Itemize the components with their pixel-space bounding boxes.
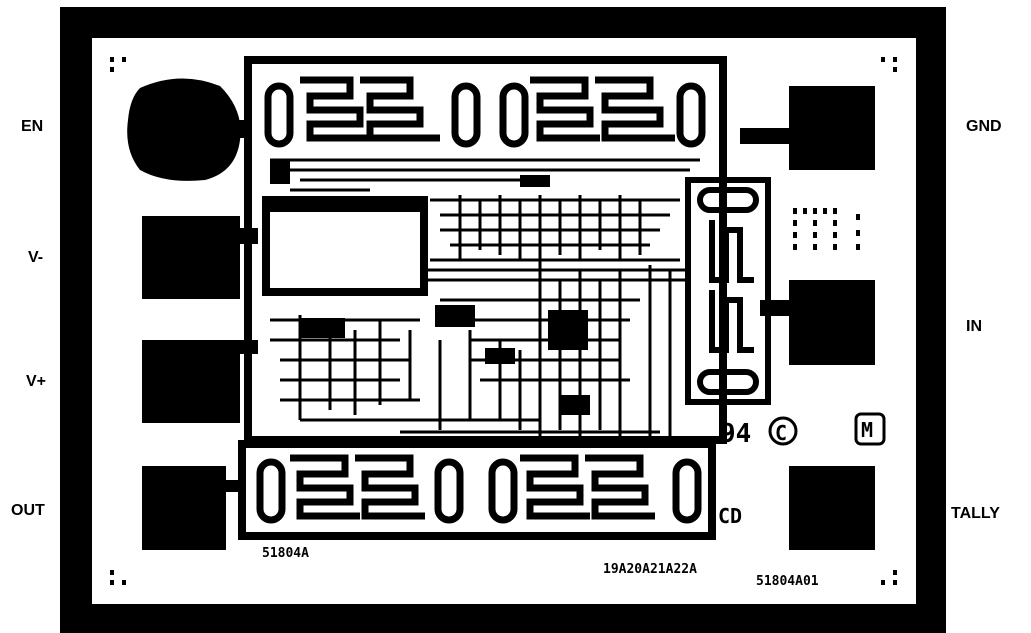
pad-tally	[789, 466, 875, 550]
logo-box	[854, 412, 886, 446]
part-number: 51804A	[262, 546, 309, 561]
bond-pads	[127, 78, 875, 550]
resistor-array-bottom-right	[488, 454, 702, 524]
pin-label-gnd: GND	[966, 118, 1002, 135]
capacitor-block	[262, 196, 428, 296]
resistor-array-top-left	[264, 76, 481, 148]
date-code: 94	[720, 419, 751, 449]
pad-in	[789, 280, 875, 365]
pad-gnd	[789, 86, 875, 170]
resistor-array-bottom-left	[256, 454, 464, 524]
corner-marks	[110, 57, 897, 585]
pad-v-minus	[142, 216, 240, 299]
pad-en	[127, 78, 241, 181]
resistor-array-top-right	[499, 76, 706, 148]
pin-label-en: EN	[21, 118, 44, 135]
logo-letter: M	[861, 418, 873, 442]
pin-label-out: OUT	[11, 502, 45, 519]
pin-label-tally: TALLY	[951, 505, 1000, 522]
pin-label-in: IN	[966, 318, 982, 335]
pin-label-v-plus: V+	[26, 373, 47, 390]
revision-id: 51804A01	[756, 574, 819, 589]
pad-out	[142, 466, 226, 550]
pin-label-v-minus: V-	[28, 249, 44, 266]
copyright-circle	[768, 416, 798, 446]
resistor-array-right	[697, 187, 759, 395]
logic-blocks	[270, 160, 640, 448]
copyright-letter: C	[775, 421, 787, 445]
pad-v-plus	[142, 340, 240, 423]
mask-ids: 19A20A21A22A	[603, 562, 697, 577]
test-dot-array	[793, 208, 860, 250]
mark-cd: CD	[718, 504, 742, 528]
